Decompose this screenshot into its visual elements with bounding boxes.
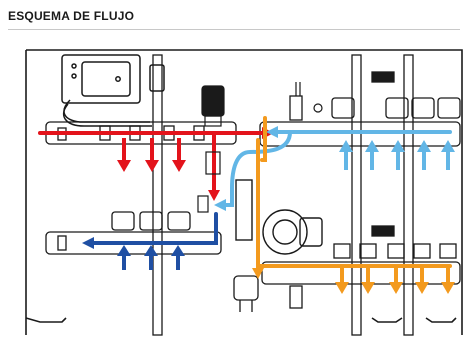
pump-icon (236, 180, 322, 254)
cold-return-flow (92, 214, 216, 243)
control-box-icon (62, 55, 164, 126)
thermostatic-valve-icon (202, 86, 224, 126)
mounting-rails (153, 55, 413, 335)
floor-circuit-arrowheads (252, 268, 455, 294)
return-light-arrowheads (214, 126, 455, 211)
left-lower-manifold (46, 212, 221, 254)
mixing-valve (234, 276, 258, 312)
